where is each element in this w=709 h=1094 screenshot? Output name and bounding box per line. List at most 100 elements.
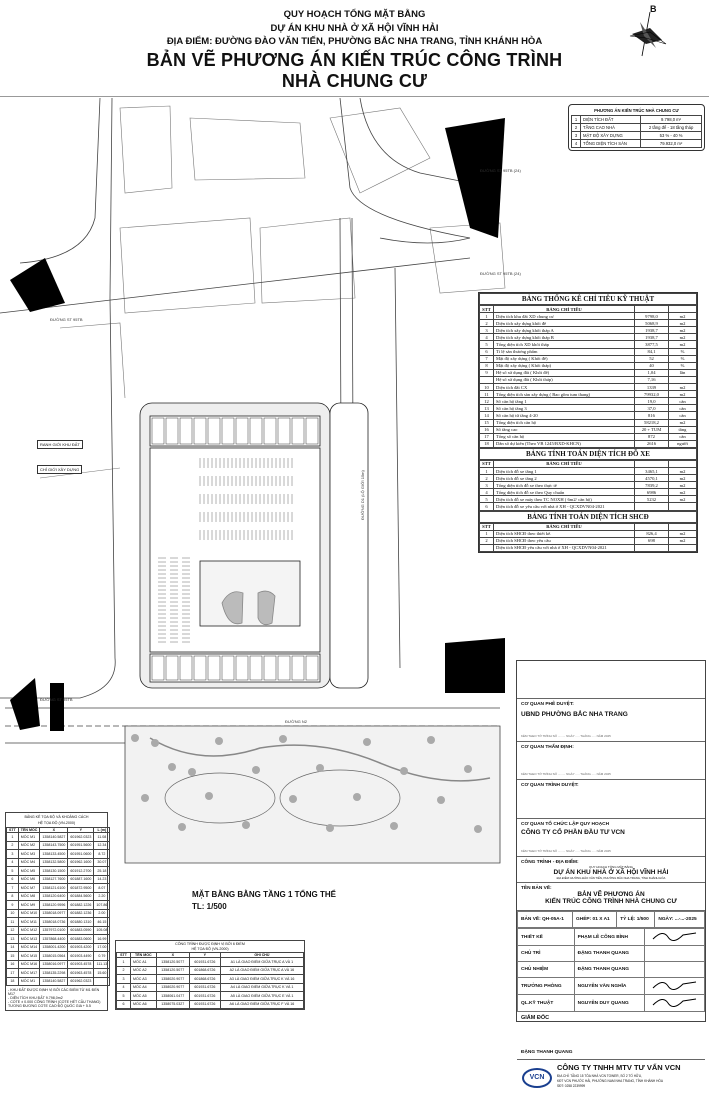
- apartment-unit: [207, 655, 221, 681]
- header-divider: [0, 96, 709, 97]
- road-label-n2: ĐƯỜNG N2: [285, 719, 307, 724]
- coords-note: - DIỆN TÍCH KHU ĐẤT 9.798,0m2: [8, 996, 63, 1000]
- tech-cell: 5068,9: [634, 319, 669, 328]
- coords-cell: 1358120.6400: [39, 891, 69, 901]
- coords-cell: 4: [6, 857, 19, 867]
- apartment-unit: [179, 417, 193, 445]
- apartment-unit: [165, 655, 179, 681]
- road-label-d1: ĐƯỜNG D1 (LỘ GIỚI 15m): [360, 470, 365, 520]
- parking-cell: 4: [479, 488, 494, 497]
- tree: [363, 738, 371, 746]
- header-location: ĐỊA ĐIỂM: ĐƯỜNG ĐÀO VĂN TIẾN, PHƯỜNG BẮC…: [166, 36, 543, 47]
- tech-cell: 8: [479, 361, 494, 370]
- apartment-unit: [235, 417, 249, 445]
- coords2-cell: 601931.6726: [188, 999, 221, 1009]
- shcd-cell: Diện tích SHCĐ theo yêu cầu: [493, 536, 635, 545]
- tree: [474, 825, 482, 833]
- coords-cell: 1358143.7500: [39, 840, 69, 850]
- coords-cell: 2.20: [93, 891, 111, 901]
- tech-cell: Tổng diện tích XD khối tháp: [493, 340, 635, 349]
- parking-cell: m2: [668, 474, 697, 483]
- tech-cell: 816: [634, 411, 669, 420]
- apartment-unit: [305, 417, 319, 445]
- coords2-cell: 1358075.0327: [155, 999, 190, 1009]
- tech-cell: Tỉ lệ sàn thương phẩm: [493, 347, 635, 356]
- coords-cell: 601912.2700: [67, 866, 95, 876]
- neighbor-lots: [39, 105, 506, 479]
- north-compass-icon: B: [622, 4, 672, 60]
- coords2-cell: A2 LÀ GIAO ĐIỂM GIỮA TRỤC A VÀ 16: [219, 965, 305, 975]
- tech-cell: tầng: [668, 425, 697, 434]
- coords-cell: 1358132.5800: [39, 857, 69, 867]
- tree: [400, 767, 408, 775]
- tech-cell: Hệ số sử dụng đất ( Khối tháp): [493, 375, 635, 385]
- coords-cell: 601884.5600: [67, 891, 95, 901]
- shcd-cell: Diện tích SHCĐ theo thiết kế.: [493, 529, 635, 538]
- apartment-building: [139, 402, 369, 689]
- parking-cell: m2: [668, 481, 697, 490]
- coords-cell: MỐC M11: [17, 917, 41, 927]
- shcd-cell: 1: [479, 529, 494, 538]
- apartment-unit: [249, 417, 263, 445]
- coords-subtitle: HỆ TỌA ĐỘ (VN-2000): [37, 821, 76, 825]
- tech-cell: 79932,0: [634, 390, 669, 399]
- coords-cell: 30.07: [93, 857, 111, 867]
- parking-cell: 4570,1: [634, 474, 669, 483]
- coords2-cell: 1358120.5077: [155, 957, 190, 967]
- parking-cell: 6: [479, 502, 494, 511]
- parking-cell: 6986: [634, 488, 669, 497]
- parking-cell: 5: [479, 495, 494, 504]
- coords2-cell: 1358061.0477: [155, 991, 190, 1001]
- coords-cell: 1358140.5827: [39, 832, 69, 842]
- role-name: PHẠM LÊ CÔNG BÌNH: [573, 928, 646, 946]
- signature: [644, 977, 705, 995]
- apartment-unit: [305, 655, 319, 681]
- coords-cell: 1358018.0736: [39, 917, 69, 927]
- coords-cell: 9: [6, 900, 19, 910]
- summary-cell: 53 % - 40 %: [640, 131, 702, 140]
- company-addr2: KĐT VCN PHƯỚC HẢI, PHƯỜNG NAM NHA TRANG,…: [557, 1079, 664, 1083]
- approve-label: CƠ QUAN PHÊ DUYỆT:: [521, 702, 574, 707]
- coords2-cell: 6: [115, 999, 132, 1009]
- tech-cell: 1339: [634, 383, 669, 392]
- tech-cell: 16: [479, 425, 494, 434]
- apartment-unit: [291, 655, 305, 681]
- tree: [252, 766, 260, 774]
- coords-cell: 601963.4578: [67, 968, 95, 978]
- coords-cell: 5: [6, 866, 19, 876]
- parking-cell: 3: [479, 481, 494, 490]
- summary-cell: DIỆN TÍCH ĐẤT: [580, 115, 642, 124]
- tree: [131, 734, 139, 742]
- coords2-cell: A5 LÀ GIAO ĐIỂM GIỮA TRỤC E VÀ 1: [219, 991, 305, 1001]
- column-header: STT: [479, 304, 494, 314]
- coords-cell: 8.07: [93, 883, 111, 893]
- apartment-unit: [151, 417, 165, 445]
- apartment-unit: [221, 417, 235, 445]
- tech-cell: Diện tích xây dựng khối tháp B: [493, 333, 635, 342]
- sheet-scale: TỶ LỆ: 1/500: [616, 911, 656, 928]
- parking-cell: Diện tích đỗ xe yêu cầu với nhà ở XH - Q…: [493, 502, 635, 511]
- coords-cell: MỐC M2: [17, 840, 41, 850]
- coords-cell: 1357868.4400: [39, 934, 69, 944]
- tech-cell: 20 + TUM: [634, 425, 669, 434]
- dateline: KÈM THEO TỜ TRÌNH SỐ ......... NGÀY ....…: [521, 849, 611, 853]
- coords-cell: 12.34: [93, 840, 111, 850]
- parking-cell: Tổng diện tích đỗ xe theo Quy chuẩn: [493, 488, 635, 497]
- apartment-unit: [291, 417, 305, 445]
- coords-cell: 601872.9500: [67, 883, 95, 893]
